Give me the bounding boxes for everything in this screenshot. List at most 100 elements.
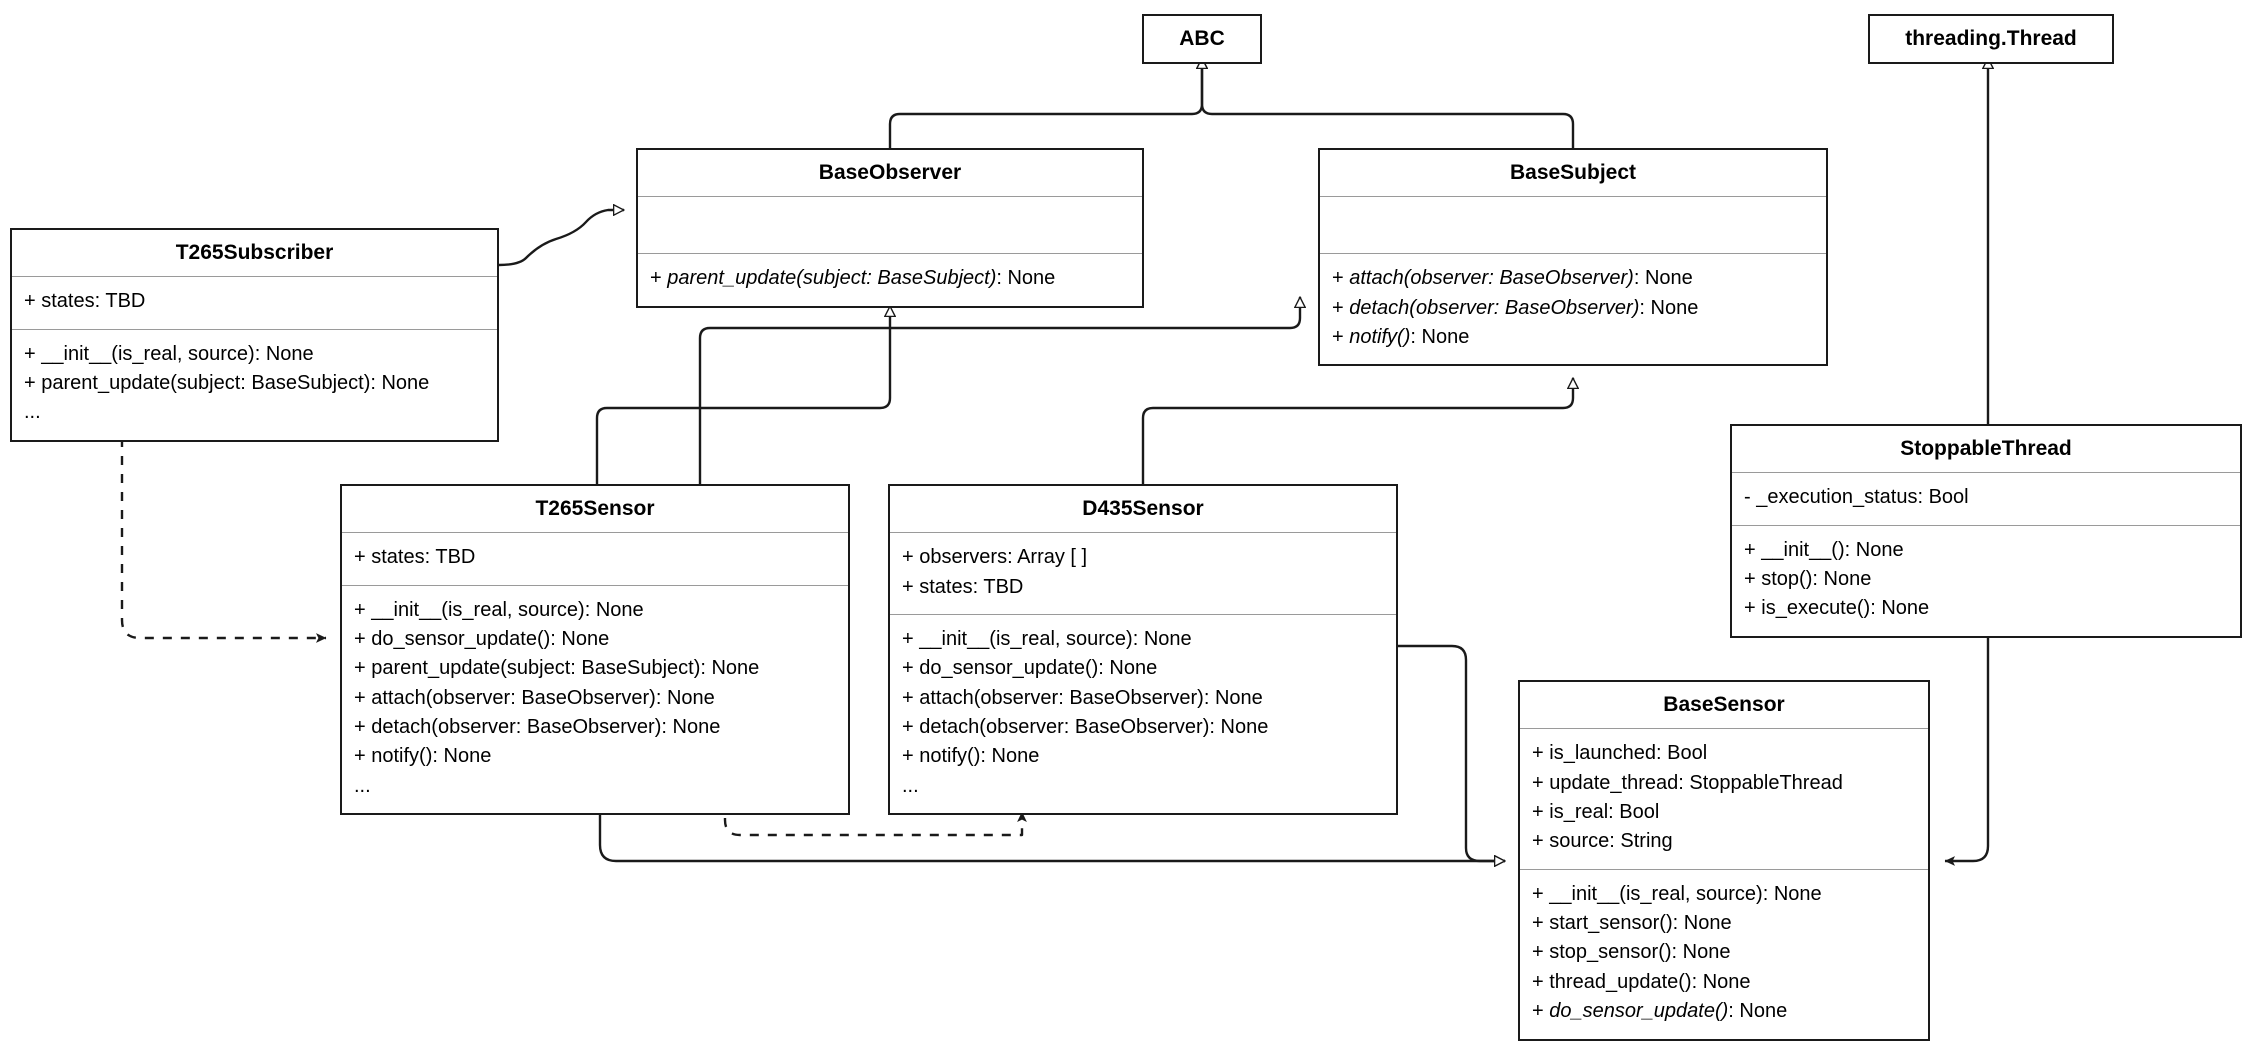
visibility-marker: + bbox=[354, 598, 366, 621]
method-separator: : bbox=[550, 627, 562, 650]
attribute-row: + source: String bbox=[1532, 827, 1918, 856]
attribute-row: + update_thread: StoppableThread bbox=[1532, 769, 1918, 798]
visibility-marker: + bbox=[354, 546, 366, 569]
class-box-d435-sensor[interactable]: D435Sensor + observers: Array [ ] + stat… bbox=[888, 484, 1398, 816]
class-box-abc[interactable]: ABC bbox=[1142, 14, 1262, 65]
method-row: + thread_update(): None bbox=[1532, 968, 1918, 997]
methods-compartment-stoppable-thread: + __init__(): None + stop(): None + is_e… bbox=[1732, 526, 2240, 636]
method-signature: notify() bbox=[919, 745, 981, 768]
visibility-marker: + bbox=[1744, 567, 1756, 590]
attribute-signature: observers: Array [ ] bbox=[919, 546, 1088, 569]
visibility-marker: + bbox=[902, 627, 914, 650]
method-return-type: None bbox=[1855, 538, 1904, 561]
method-signature: stop() bbox=[1761, 567, 1813, 590]
method-signature: is_execute() bbox=[1761, 597, 1871, 620]
method-separator: : bbox=[700, 657, 712, 680]
edge-basesubject-to-abc bbox=[1202, 58, 1575, 148]
edge-t265sensor-to-baseobserver bbox=[595, 306, 890, 484]
method-separator: : bbox=[1870, 597, 1882, 620]
attributes-compartment-base-subject bbox=[1320, 197, 1826, 253]
methods-compartment-t265-subscriber: + __init__(is_real, source): None + pare… bbox=[12, 330, 497, 440]
class-box-base-sensor[interactable]: BaseSensor + is_launched: Bool + update_… bbox=[1518, 680, 1930, 1041]
method-signature: detach(observer: BaseObserver) bbox=[1349, 296, 1640, 319]
class-name-t265-subscriber: T265Subscriber bbox=[175, 241, 334, 264]
visibility-marker: + bbox=[1532, 882, 1544, 905]
method-row: + stop_sensor(): None bbox=[1532, 938, 1918, 967]
compartment-divider bbox=[1520, 728, 1928, 730]
edge-t265subscriber-to-baseobserver bbox=[498, 210, 624, 267]
method-separator: : bbox=[370, 371, 382, 394]
method-row: + parent_update(subject: BaseSubject): N… bbox=[354, 654, 838, 683]
method-row: + detach(observer: BaseObserver): None bbox=[354, 713, 838, 742]
visibility-marker: + bbox=[902, 716, 914, 739]
method-separator: : bbox=[1098, 657, 1110, 680]
visibility-marker: + bbox=[1532, 800, 1544, 823]
method-return-type: None bbox=[1683, 912, 1732, 935]
method-signature: detach(observer: BaseObserver) bbox=[919, 716, 1210, 739]
visibility-marker: + bbox=[1532, 830, 1544, 853]
method-separator: : bbox=[584, 598, 596, 621]
compartment-divider bbox=[342, 532, 848, 534]
method-return-type: None bbox=[381, 371, 430, 394]
method-return-type: None bbox=[561, 627, 610, 650]
visibility-marker: + bbox=[1532, 771, 1544, 794]
class-box-threading-thread[interactable]: threading.Thread bbox=[1868, 14, 2114, 65]
compartment-divider bbox=[1520, 868, 1928, 870]
method-row: + attach(observer: BaseObserver): None bbox=[902, 684, 1386, 713]
method-row: + __init__(is_real, source): None bbox=[1532, 880, 1918, 909]
method-separator: : bbox=[1671, 941, 1683, 964]
attribute-row: - _execution_status: Bool bbox=[1744, 483, 2230, 512]
method-row: + __init__(is_real, source): None bbox=[24, 340, 487, 369]
visibility-marker: + bbox=[24, 290, 36, 313]
attribute-signature: states: TBD bbox=[41, 290, 146, 313]
method-signature: parent_update(subject: BaseSubject) bbox=[371, 657, 701, 680]
visibility-marker: + bbox=[1332, 296, 1344, 319]
method-separator: : bbox=[1844, 538, 1856, 561]
class-box-t265-subscriber[interactable]: T265Subscriber + states: TBD + __init__(… bbox=[10, 228, 499, 442]
attributes-compartment-t265-sensor: + states: TBD bbox=[342, 533, 848, 584]
method-row: + notify(): None bbox=[1332, 323, 1816, 352]
attribute-row: + states: TBD bbox=[24, 287, 487, 316]
class-box-base-subject[interactable]: BaseSubject + attach(observer: BaseObser… bbox=[1318, 148, 1828, 367]
methods-compartment-d435-sensor: + __init__(is_real, source): None + do_s… bbox=[890, 615, 1396, 813]
method-return-type: None bbox=[1773, 882, 1822, 905]
visibility-marker: + bbox=[24, 371, 36, 394]
method-signature: do_sensor_update() bbox=[371, 627, 551, 650]
class-name-abc: ABC bbox=[1179, 27, 1225, 50]
attributes-compartment-t265-subscriber: + states: TBD bbox=[12, 277, 497, 328]
method-row: + __init__(is_real, source): None bbox=[902, 625, 1386, 654]
method-return-type: None bbox=[1143, 627, 1192, 650]
method-return-type: None bbox=[265, 342, 314, 365]
attribute-row: + is_launched: Bool bbox=[1532, 739, 1918, 768]
method-return-type: None bbox=[1739, 1000, 1788, 1023]
visibility-marker: + bbox=[1332, 325, 1344, 348]
method-row: + do_sensor_update(): None bbox=[1532, 997, 1918, 1026]
visibility-marker: + bbox=[354, 627, 366, 650]
method-separator: : bbox=[432, 745, 444, 768]
attributes-compartment-stoppable-thread: - _execution_status: Bool bbox=[1732, 473, 2240, 524]
method-signature: __init__(is_real, source) bbox=[41, 342, 255, 365]
visibility-marker: + bbox=[650, 267, 662, 290]
compartment-divider bbox=[638, 253, 1142, 255]
method-signature: notify() bbox=[1349, 325, 1411, 348]
visibility-marker: + bbox=[354, 716, 366, 739]
compartment-divider bbox=[1732, 472, 2240, 474]
class-name-threading-thread: threading.Thread bbox=[1905, 27, 2077, 50]
method-separator: : bbox=[661, 716, 673, 739]
visibility-marker: + bbox=[354, 657, 366, 680]
class-box-base-observer[interactable]: BaseObserver + parent_update(subject: Ba… bbox=[636, 148, 1144, 308]
edge-d435sensor-to-basesensor bbox=[1398, 644, 1505, 861]
method-signature: detach(observer: BaseObserver) bbox=[371, 716, 662, 739]
attributes-compartment-base-observer bbox=[638, 197, 1142, 253]
method-return-type: None bbox=[1881, 597, 1930, 620]
method-separator: : bbox=[1812, 567, 1824, 590]
class-box-t265-sensor[interactable]: T265Sensor + states: TBD + __init__(is_r… bbox=[340, 484, 850, 816]
methods-compartment-t265-sensor: + __init__(is_real, source): None + do_s… bbox=[342, 586, 848, 814]
method-return-type: None bbox=[1109, 657, 1158, 680]
compartment-divider bbox=[342, 584, 848, 586]
attribute-signature: is_launched: Bool bbox=[1549, 742, 1708, 765]
class-box-stoppable-thread[interactable]: StoppableThread - _execution_status: Boo… bbox=[1730, 424, 2242, 638]
method-row-ellipsis: ... bbox=[902, 774, 919, 797]
compartment-divider bbox=[1320, 196, 1826, 198]
